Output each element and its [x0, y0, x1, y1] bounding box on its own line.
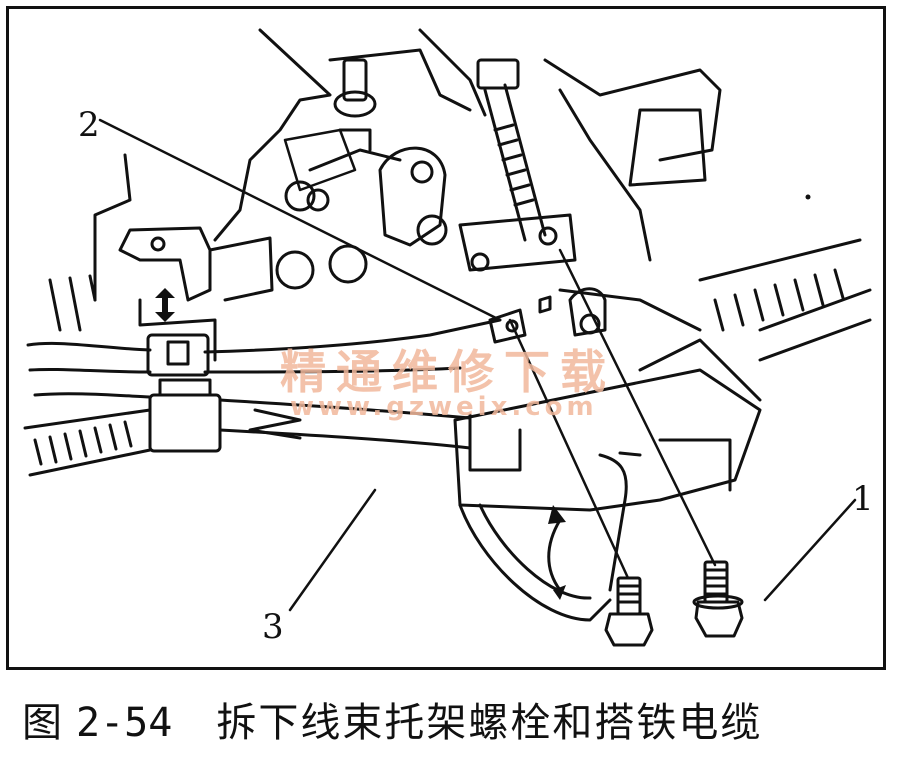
figure-caption: 图 2-54 拆下线束托架螺栓和搭铁电缆 [22, 690, 762, 748]
caption-prefix: 图 [22, 700, 62, 746]
leader-line-bolt-right [558, 248, 717, 567]
leader-line-1 [763, 498, 857, 602]
bolt-left [604, 576, 654, 647]
bolt-right [692, 560, 744, 638]
double-arrow-icon [155, 288, 175, 322]
leader-lines [98, 118, 857, 612]
leader-line-bolt-left [508, 318, 630, 580]
figure-frame [6, 6, 886, 670]
watermark-url: www.gzweix.com [290, 392, 598, 422]
watermark-text: 精通维修下载 [280, 345, 616, 399]
callout-label-3: 3 [262, 607, 284, 647]
clamp-plate [378, 146, 577, 272]
leader-line-2 [98, 118, 502, 322]
wire-harness-main [203, 318, 502, 450]
caption-number: 2-54 [76, 700, 173, 746]
ground-terminals [488, 287, 607, 344]
leader-line-3 [288, 488, 377, 612]
dot-mark [805, 194, 811, 200]
harness-connector [146, 333, 222, 453]
hose-loop [458, 451, 642, 622]
caption-title: 拆下线束托架螺栓和搭铁电缆 [216, 700, 763, 746]
callout-label-2: 2 [78, 105, 100, 145]
spring-rod [476, 58, 547, 242]
curved-arrow-icon [547, 505, 566, 600]
left-bracket [93, 153, 274, 362]
engine-block [213, 28, 722, 290]
callout-label-1: 1 [852, 479, 874, 519]
corrugated-hose-left [23, 274, 152, 477]
corrugated-hose-right [698, 238, 872, 362]
